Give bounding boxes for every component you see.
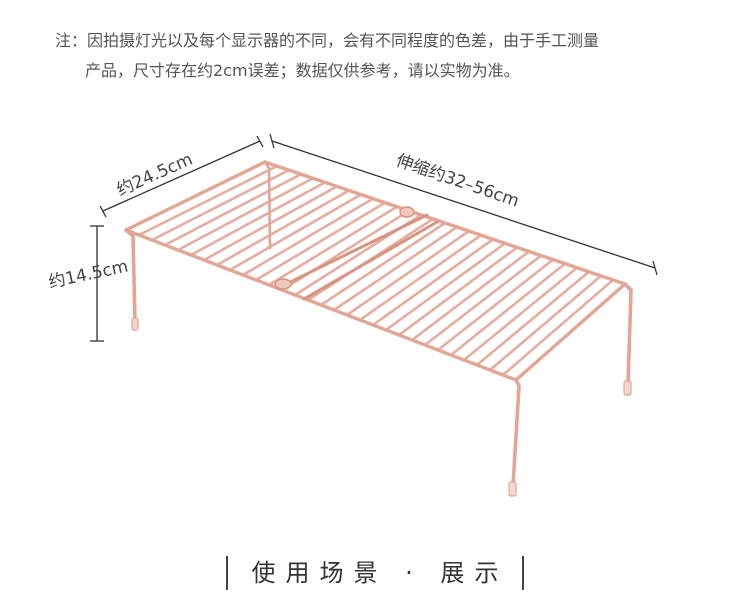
- rack-wire: [345, 229, 471, 317]
- rack-frame: [124, 160, 627, 382]
- rack-wire: [267, 205, 399, 287]
- rack-wire: [254, 201, 387, 282]
- rack-wires: [137, 164, 615, 377]
- rack-wire: [488, 274, 603, 372]
- rack-wire: [410, 250, 531, 342]
- rack-wire: [423, 254, 543, 347]
- rack-wire: [449, 262, 567, 357]
- rack-wire: [150, 168, 291, 242]
- rack-clips: [274, 206, 415, 290]
- disclaimer-line-2: 产品，尺寸存在约2cm误差；数据仅供参考，请以实物为准。: [85, 61, 520, 80]
- section-footer: 使用场景 · 展示: [0, 553, 750, 593]
- height-label: 约14.5cm: [47, 257, 130, 293]
- dimension-lines: [90, 133, 658, 342]
- rack-wire: [332, 225, 459, 312]
- rack-feet: [131, 317, 632, 497]
- rack-wire: [137, 164, 279, 237]
- rack-wire: [475, 270, 591, 367]
- rack-wire: [462, 266, 579, 362]
- rack-wire: [215, 189, 351, 267]
- disclaimer-line-1: 注：因拍摄灯光以及每个显示器的不同，会有不同程度的色差，由于手工测量: [55, 31, 600, 50]
- rack-wire: [358, 233, 483, 322]
- footer-left-bar: [226, 556, 228, 590]
- footer-right-bar: [522, 556, 524, 590]
- rack-wire: [319, 221, 447, 307]
- rack-wire: [397, 246, 519, 337]
- disclaimer-note: 注：因拍摄灯光以及每个显示器的不同，会有不同程度的色差，由于手工测量 产品，尺寸…: [55, 26, 715, 86]
- rack-wire: [371, 237, 495, 327]
- section-title: 使用场景 · 展示: [251, 559, 509, 587]
- rack-wire: [241, 197, 375, 277]
- rack-wire: [228, 193, 363, 272]
- rack: [124, 160, 633, 497]
- rack-wire: [189, 181, 327, 257]
- rack-wire: [163, 172, 303, 247]
- rack-legs: [124, 160, 633, 488]
- rack-wire: [436, 258, 555, 352]
- rack-wire: [384, 242, 507, 332]
- rack-wire: [176, 176, 315, 252]
- rack-wire: [501, 278, 615, 377]
